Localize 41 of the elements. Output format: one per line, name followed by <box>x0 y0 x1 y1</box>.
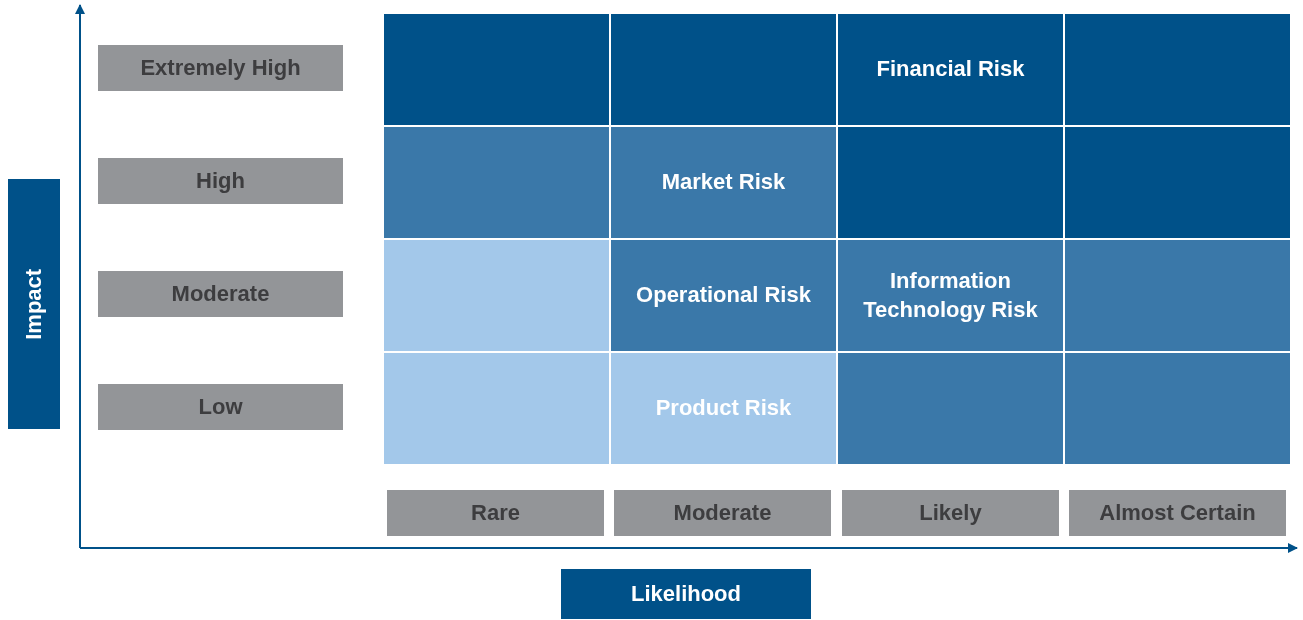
impact-level-label <box>98 45 343 91</box>
risk-label: Product Risk <box>655 394 792 423</box>
risk-label: Information Technology Risk <box>862 266 1039 324</box>
level-text: Extremely High <box>140 53 301 82</box>
risk-label: Market Risk <box>661 168 786 197</box>
risk-label: Operational Risk <box>636 281 811 310</box>
risk-matrix-cell <box>837 126 1064 239</box>
level-text: Almost Certain <box>1099 498 1256 527</box>
likelihood-level-label <box>387 490 604 536</box>
likelihood-level-label <box>614 490 831 536</box>
level-text: High <box>196 166 245 195</box>
risk-matrix-cell <box>383 13 610 126</box>
axis-title: Impact <box>19 268 47 340</box>
level-text: Likely <box>919 498 982 527</box>
risk-matrix-cell <box>383 352 610 465</box>
risk-matrix-cell <box>610 13 837 126</box>
risk-matrix-cell <box>383 239 610 352</box>
impact-level-label <box>98 158 343 204</box>
axis-title: Likelihood <box>631 579 741 608</box>
level-text: Moderate <box>673 498 772 527</box>
level-text: Low <box>198 392 243 421</box>
impact-level-label <box>98 271 343 317</box>
risk-matrix-cell <box>1064 13 1291 126</box>
risk-matrix-cell <box>610 126 837 239</box>
risk-matrix-cell <box>837 13 1064 126</box>
risk-matrix-cell <box>1064 126 1291 239</box>
level-text: Rare <box>471 498 520 527</box>
risk-matrix-cell <box>1064 352 1291 465</box>
axis-title-box <box>8 179 60 429</box>
risk-label: Financial Risk <box>876 55 1025 84</box>
risk-matrix-cell <box>837 352 1064 465</box>
likelihood-level-label <box>842 490 1059 536</box>
risk-matrix-cell <box>610 352 837 465</box>
impact-level-label <box>98 384 343 430</box>
level-text: Moderate <box>171 279 270 308</box>
risk-matrix-cell <box>1064 239 1291 352</box>
risk-matrix-cell <box>383 126 610 239</box>
risk-matrix-cell <box>837 239 1064 352</box>
axis-title-box <box>561 569 811 619</box>
risk-matrix-cell <box>610 239 837 352</box>
likelihood-level-label <box>1069 490 1286 536</box>
